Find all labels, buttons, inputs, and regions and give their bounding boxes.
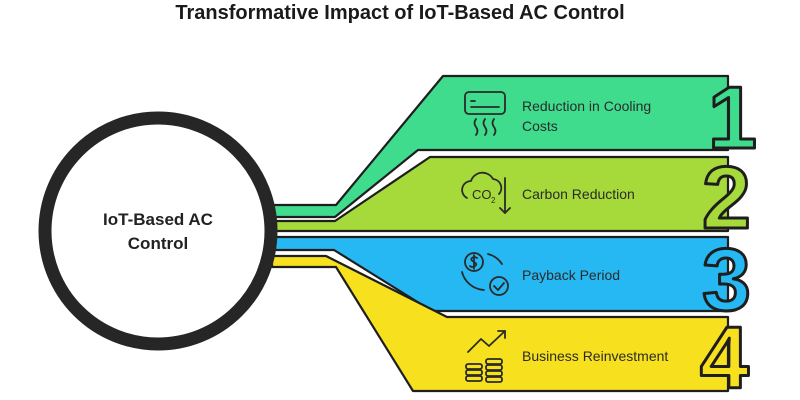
label-reduction-cooling-costs: Reduction in Cooling Costs [522, 98, 652, 134]
co2-down-icon: CO 2 [461, 171, 511, 214]
growth-coins-icon [465, 330, 506, 383]
band-1-reduction-cooling [270, 74, 730, 219]
band-4-business-reinvestment [270, 254, 730, 393]
hub-ring [38, 111, 278, 351]
number-3: 3 [702, 230, 751, 329]
hub-label-line1: IoT-Based AC [103, 210, 213, 229]
number-4: 4 [700, 308, 749, 400]
label-payback-period: Payback Period [522, 267, 621, 283]
dollar-cycle-icon [461, 252, 509, 296]
number-2: 2 [702, 148, 751, 247]
label-business-reinvestment: Business Reinvestment [522, 348, 669, 364]
diagram-title: Transformative Impact of IoT-Based AC Co… [175, 2, 625, 24]
svg-text:2: 2 [491, 196, 496, 205]
number-1: 1 [708, 68, 757, 167]
ac-unit-icon [464, 91, 506, 136]
hub-label-line2: Control [127, 234, 189, 253]
svg-text:CO: CO [472, 187, 492, 202]
label-carbon-reduction: Carbon Reduction [522, 186, 635, 202]
hub-label: IoT-Based AC Control [70, 208, 246, 256]
